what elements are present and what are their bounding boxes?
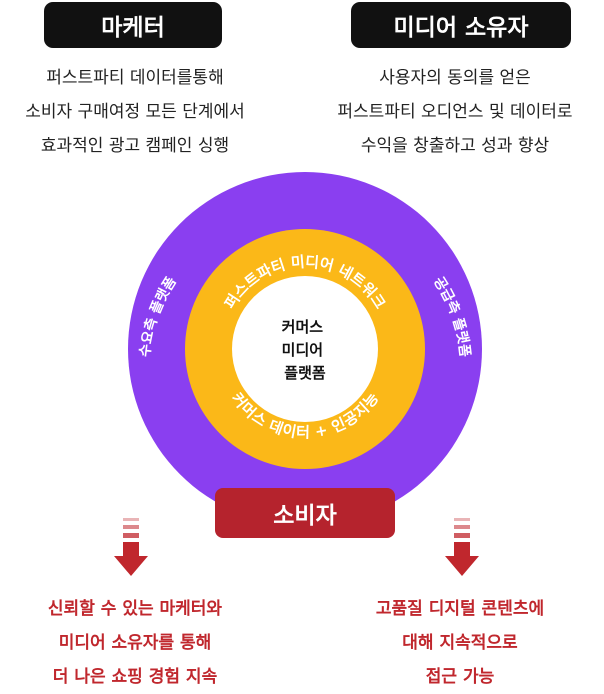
center-label-line: 커머스 [282,318,324,336]
center-label-line: 미디어 [282,341,323,359]
benefit-line: 신뢰할 수 있는 마케터와 [47,599,223,619]
marketer-title: 마케터 [44,2,222,48]
arrow-down-icon [114,518,148,576]
consumer-benefit-left: 신뢰할 수 있는 마케터와 미디어 소유자를 통해 더 나은 쇼핑 경험 지속 [0,592,270,694]
benefit-line: 더 나은 쇼핑 경험 지속 [52,667,218,687]
consumer-label: 소비자 [215,488,395,538]
benefit-line: 미디어 소유자를 통해 [58,633,212,653]
benefit-line: 접근 가능 [425,667,495,687]
benefit-line: 고품질 디지털 콘텐츠에 [375,599,545,619]
marketer-line: 소비자 구매여정 모든 단계에서 [25,102,245,122]
media-owner-line: 사용자의 동의를 얻은 [379,68,531,88]
media-owner-line: 퍼스트파티 오디언스 및 데이터로 [337,102,573,122]
marketer-description: 퍼스트파티 데이터를통해 소비자 구매여정 모든 단계에서 효과적인 광고 캠페… [0,61,270,163]
marketer-line: 효과적인 광고 캠페인 싱행 [40,136,230,156]
benefit-line: 대해 지속적으로 [402,633,518,653]
center-circle [232,276,378,422]
center-label: 커머스 미디어 플랫폼 [282,318,329,382]
arrow-down-icon [445,518,479,576]
marketer-line: 퍼스트파티 데이터를통해 [46,68,224,88]
media-owner-description: 사용자의 동의를 얻은 퍼스트파티 오디언스 및 데이터로 수익을 창출하고 성… [305,61,604,163]
consumer-benefit-right: 고품질 디지털 콘텐츠에 대해 지속적으로 접근 가능 [320,592,600,694]
media-owner-line: 수익을 창출하고 성과 향상 [360,136,550,156]
media-owner-title: 미디어 소유자 [351,2,571,48]
center-label-line: 플랫폼 [284,364,326,382]
